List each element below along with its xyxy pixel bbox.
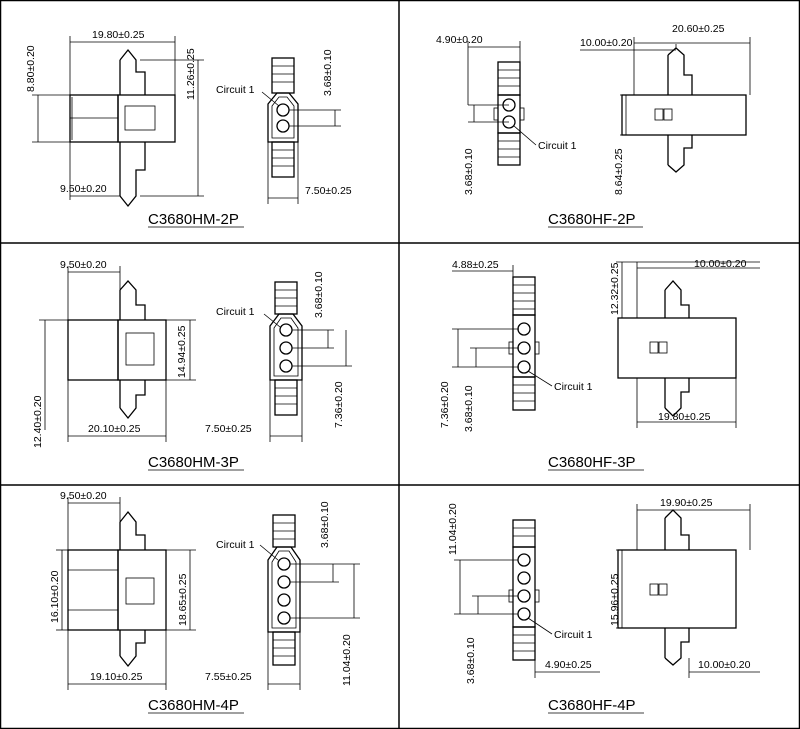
- hf2p-dimension-lines: [467, 37, 751, 146]
- hm3p-circuit-label: Circuit 1: [216, 306, 255, 318]
- hm4p-dim-length: 19.10±0.25: [90, 671, 143, 683]
- hf4p-dimension-lines: [454, 504, 760, 678]
- hf3p-part-number: C3680HF-3P: [548, 454, 636, 471]
- hm3p-dim-two-pitch: 7.36±0.20: [333, 381, 345, 428]
- panel-c3680hm-4p: 9.50±0.20 3.68±0.10 16.10±0.20 18.65±0.2…: [49, 490, 360, 714]
- hf2p-circuit-label: Circuit 1: [538, 140, 577, 152]
- panel-c3680hf-2p: 4.90±0.20 20.60±0.25 10.00±0.20 3.68±0.1…: [436, 23, 751, 228]
- hm3p-dim-front-width: 7.50±0.25: [205, 423, 252, 435]
- hf2p-front-view: [493, 61, 525, 166]
- hm2p-part-number: C3680HM-2P: [148, 211, 239, 228]
- hf2p-dim-latch: 10.00±0.20: [580, 37, 633, 49]
- hm4p-dim-overall-height: 18.65±0.25: [177, 573, 189, 626]
- hm3p-dim-body-height: 14.94±0.25: [176, 325, 188, 378]
- hm4p-part-number: C3680HM-4P: [148, 697, 239, 714]
- hf4p-circuit-label: Circuit 1: [554, 629, 593, 641]
- hf4p-dim-three-pitch: 11.04±0.20: [447, 503, 459, 555]
- hm3p-dim-pitch: 3.68±0.10: [313, 271, 325, 318]
- hm2p-dimension-lines: [32, 36, 341, 204]
- hf4p-dim-body-height: 15.96±0.25: [609, 573, 621, 626]
- hf3p-dim-two-pitch: 7.36±0.20: [439, 381, 451, 428]
- hm3p-dim-overall-height: 12.40±0.20: [32, 395, 44, 448]
- hm4p-dim-pitch: 3.68±0.10: [319, 501, 331, 548]
- hm2p-dim-pitch: 3.68±0.10: [322, 49, 334, 96]
- hf3p-side-view: [617, 280, 737, 417]
- hf3p-dim-length: 19.80±0.25: [658, 411, 711, 423]
- hm2p-front-view: [267, 57, 299, 178]
- hf2p-dim-front-width: 4.90±0.20: [436, 34, 483, 46]
- hm2p-circuit-label: Circuit 1: [216, 84, 255, 96]
- hm3p-side-view: [67, 280, 167, 420]
- panel-c3680hm-3p: 9.50±0.20 14.94±0.25 3.68±0.10 12.40±0.2…: [32, 259, 352, 471]
- hm3p-front-view: [269, 281, 303, 416]
- hm4p-circuit-label: Circuit 1: [216, 539, 255, 551]
- hf2p-side-view: [621, 47, 747, 173]
- hm2p-dim-body-height: 8.80±0.20: [25, 45, 37, 92]
- hm3p-dim-latch: 9.50±0.20: [60, 259, 107, 271]
- hm3p-part-number: C3680HM-3P: [148, 454, 239, 471]
- hm2p-dim-width: 19.80±0.25: [92, 29, 145, 41]
- hf4p-dim-latch: 10.00±0.20: [698, 659, 751, 671]
- hm2p-dim-front-width: 7.50±0.25: [305, 185, 352, 197]
- hf2p-dim-body-length: 20.60±0.25: [672, 23, 725, 35]
- hm4p-dim-body-height: 16.10±0.20: [49, 570, 61, 623]
- panel-c3680hf-4p: 11.04±0.20 19.90±0.25 15.96±0.25 3.68±0.…: [447, 497, 760, 714]
- hm4p-dim-latch: 9.50±0.20: [60, 490, 107, 502]
- hm3p-dimension-lines: [39, 266, 352, 442]
- hf3p-dim-front-width: 4.88±0.25: [452, 259, 499, 271]
- hf4p-dim-front-width: 4.90±0.25: [545, 659, 592, 671]
- hf4p-front-view: [508, 519, 540, 661]
- hm4p-side-view: [67, 510, 167, 668]
- hm2p-dim-latch: 9.50±0.20: [60, 183, 107, 195]
- panel-c3680hf-3p: 4.88±0.25 12.32±0.25 10.00±0.20 7.36±0.2…: [439, 258, 760, 471]
- hf3p-circuit-label: Circuit 1: [554, 381, 593, 393]
- hf3p-dimension-lines: [452, 261, 760, 428]
- hm4p-dim-three-pitch: 11.04±0.20: [341, 634, 353, 686]
- hm3p-dim-length: 20.10±0.25: [88, 423, 141, 435]
- panel-c3680hm-2p: 19.80±0.25 8.80±0.20 11.26±0.25 3.68±0.1…: [25, 29, 352, 228]
- hf4p-dim-body-length: 19.90±0.25: [660, 497, 713, 509]
- hf3p-dim-pitch: 3.68±0.10: [463, 385, 475, 432]
- hm4p-front-view: [267, 514, 301, 666]
- hm4p-dim-front-width: 7.55±0.25: [205, 671, 252, 683]
- hf2p-dim-body-height: 8.64±0.25: [613, 148, 625, 195]
- hm2p-dim-overall-height: 11.26±0.25: [185, 48, 197, 100]
- hf4p-part-number: C3680HF-4P: [548, 697, 636, 714]
- hf3p-dim-body-height: 12.32±0.25: [609, 262, 621, 315]
- hm4p-dimension-lines: [56, 497, 360, 690]
- hf3p-dim-latch: 10.00±0.20: [694, 258, 747, 270]
- hf4p-side-view: [617, 509, 737, 666]
- hf4p-dim-pitch: 3.68±0.10: [465, 637, 477, 684]
- hf2p-dim-pitch: 3.68±0.10: [463, 148, 475, 195]
- hf2p-part-number: C3680HF-2P: [548, 211, 636, 228]
- hm2p-side-view: [69, 48, 176, 208]
